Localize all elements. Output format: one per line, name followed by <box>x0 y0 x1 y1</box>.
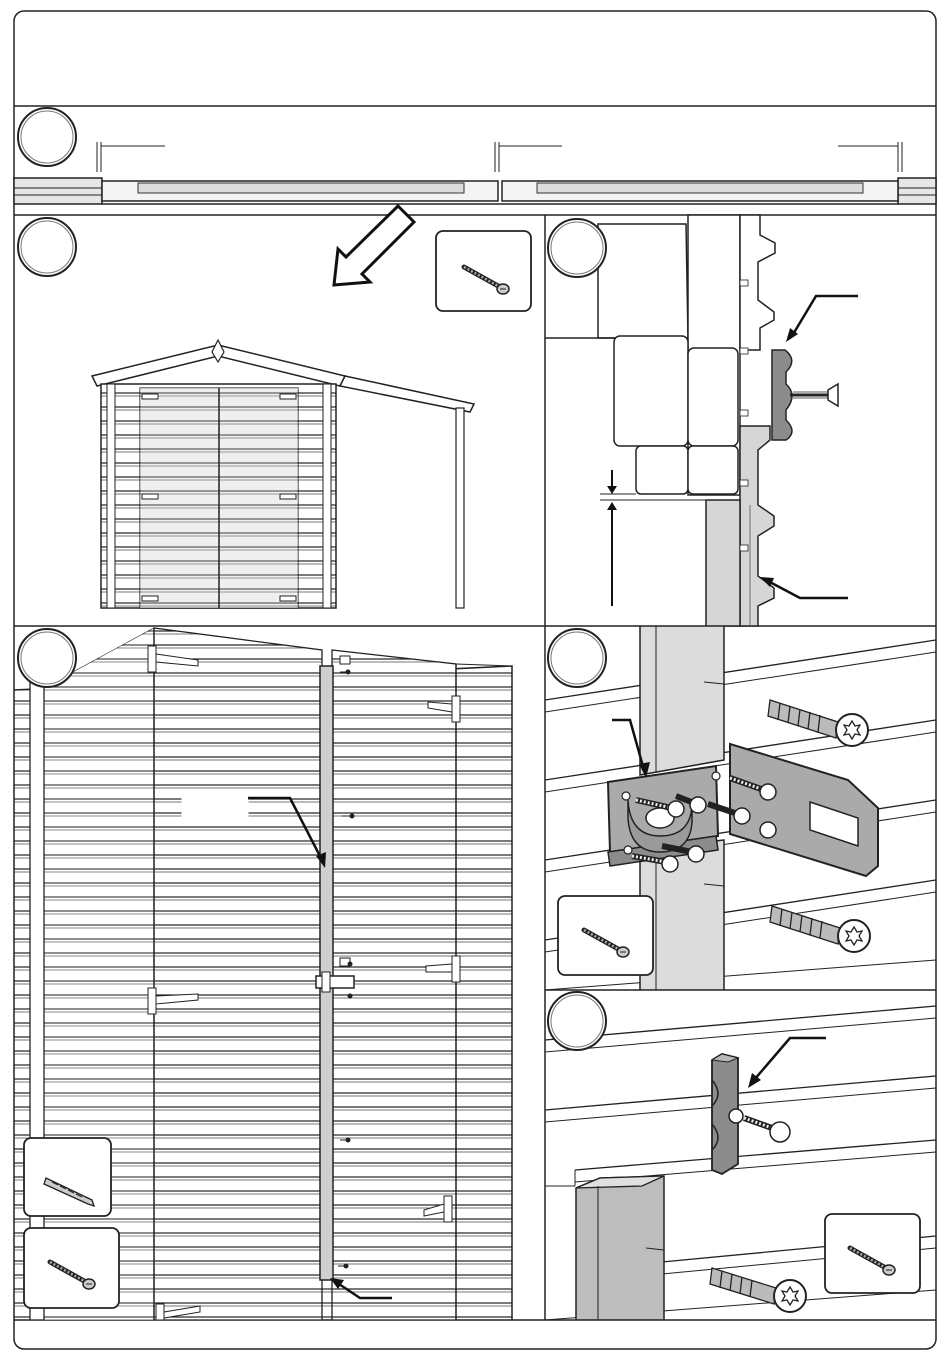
step-2-number-circle <box>18 218 76 276</box>
step-6-number-circle <box>548 992 606 1050</box>
step-4-panel <box>14 628 512 1320</box>
step-6-parts-box <box>825 1214 920 1293</box>
screw-icon <box>760 822 776 838</box>
step-5-number-circle <box>548 629 606 687</box>
stop-block-part <box>772 350 792 440</box>
step-5-parts-box <box>558 896 653 975</box>
step-4-number-circle <box>18 629 76 687</box>
callout-label-box <box>182 792 248 818</box>
step-3-number-circle <box>548 219 606 277</box>
step-4-parts-box-drill <box>24 1138 111 1216</box>
step-2-parts-box <box>436 231 531 311</box>
step-4-parts-box-screw <box>24 1228 119 1308</box>
step-1-number-circle <box>18 108 76 166</box>
